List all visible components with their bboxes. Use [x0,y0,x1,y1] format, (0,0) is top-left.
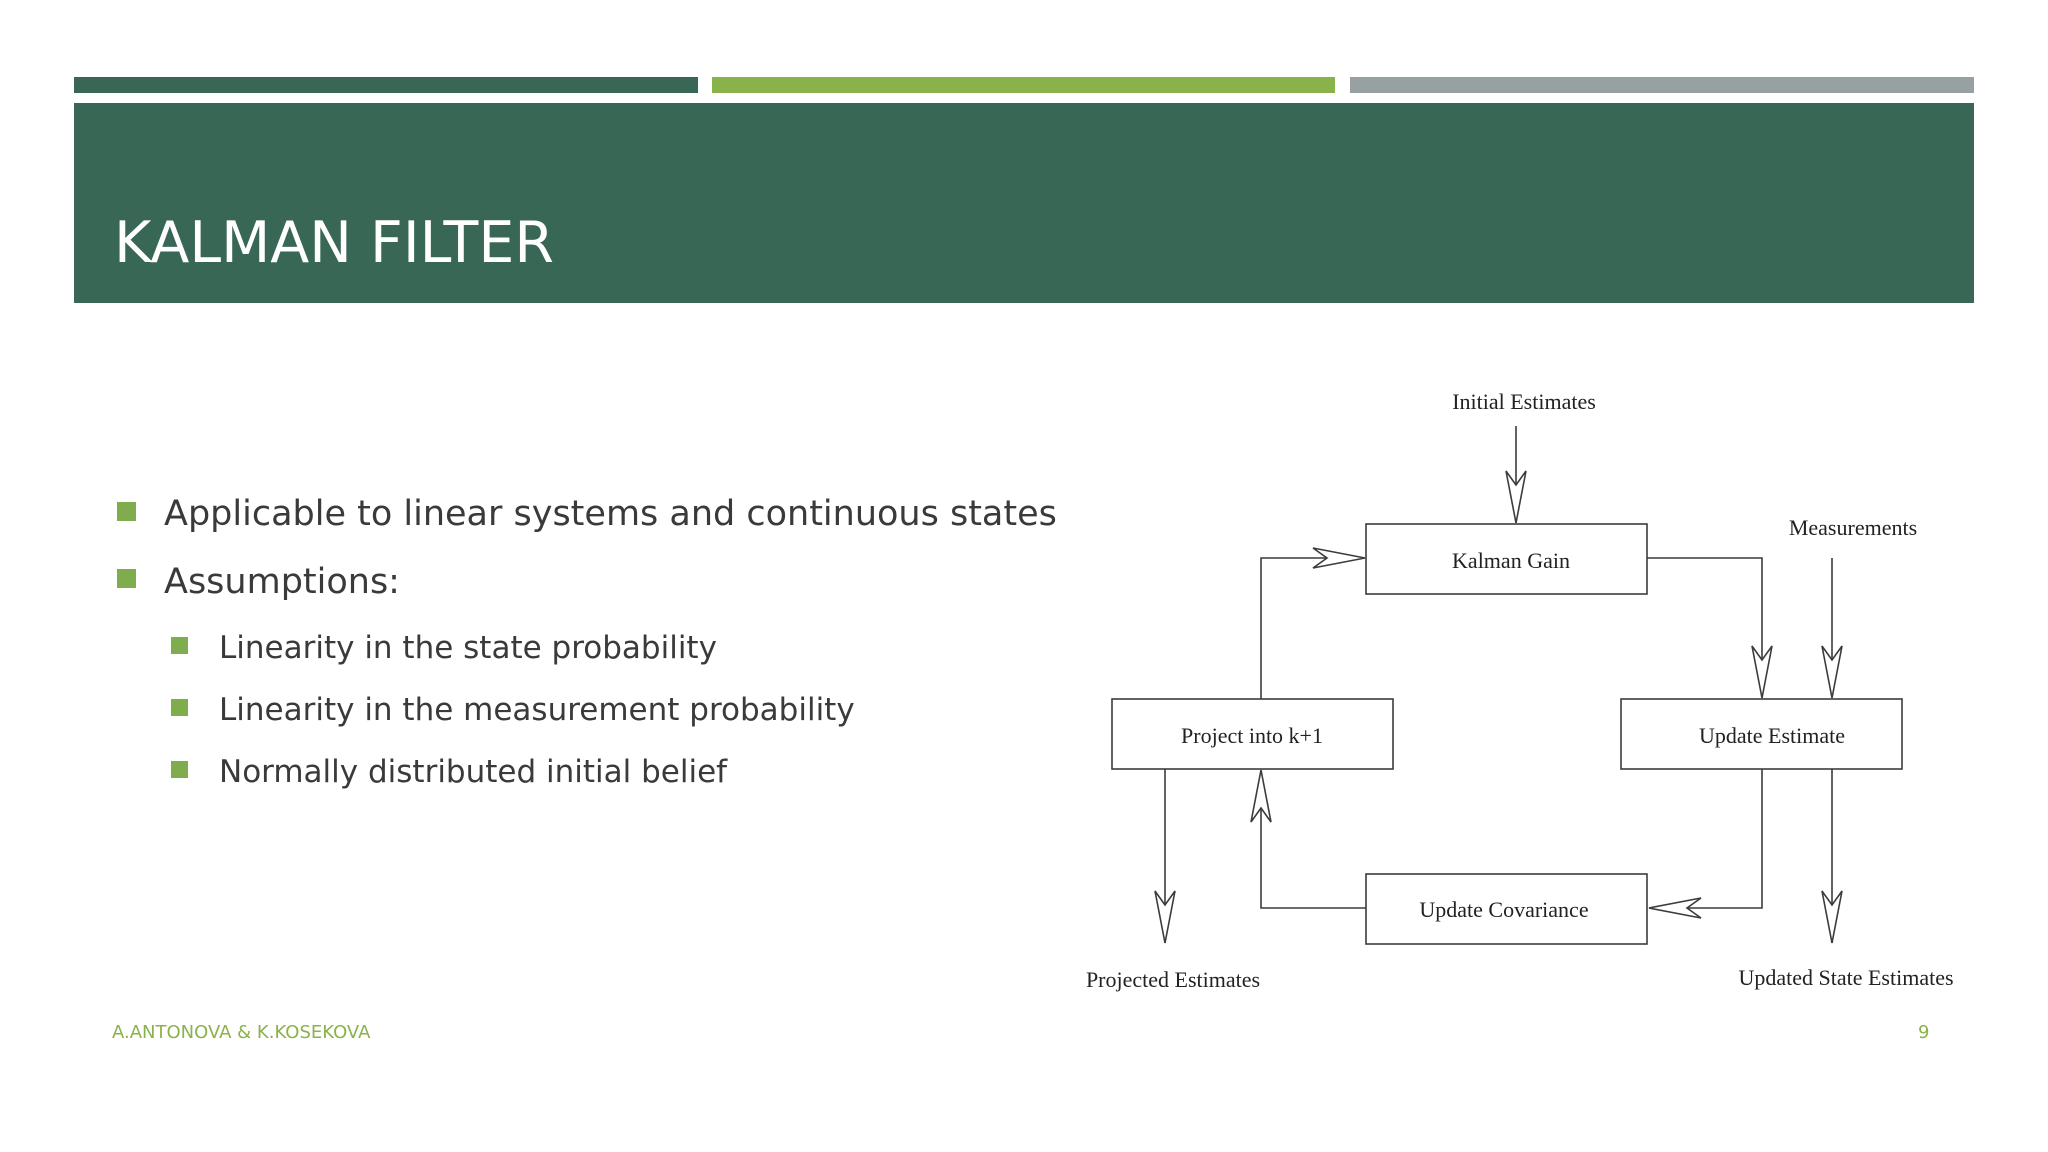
update-covariance-box [1365,873,1648,945]
bullet-square-icon [117,569,136,588]
title-band: KALMAN FILTER [74,103,1974,303]
footer-authors: A.ANTONOVA & K.KOSEKOVA [112,1022,371,1043]
measurements-label: Measurements [1789,515,1917,540]
project-box [1111,698,1394,770]
bullet-square-icon [171,761,188,778]
updated-state-estimates-label: Updated State Estimates [1738,965,1953,990]
bullet-square-icon [117,502,136,521]
bullet-square-icon [171,699,188,716]
initial-estimates-label: Initial Estimates [1452,389,1596,414]
gain-to-update-line [1647,557,1763,697]
arrow-into-kalman-gain-icon [1505,470,1527,524]
bullet-text: Normally distributed initial belief [219,754,728,790]
kalman-gain-label: Kalman Gain [1452,548,1570,573]
slide-title: KALMAN FILTER [114,210,554,276]
arrow-gain-to-update-icon [1751,645,1773,699]
arrow-projected-output-icon [1154,890,1176,944]
update-estimate-box [1620,698,1903,770]
arrow-project-to-gain-icon [1312,547,1366,569]
update-to-covariance-line [1649,769,1763,909]
project-label: Project into k+1 [1181,723,1323,748]
diagram-connectors [1164,426,1833,943]
accent-bar-dark-green [74,77,698,93]
bullet-list: Applicable to linear systems and continu… [0,0,1057,800]
kalman-filter-flow-diagram: Kalman Gain Project into k+1 Update Esti… [1086,389,1954,992]
bullet-text: Linearity in the measurement probability [219,692,855,728]
arrow-covariance-to-project-icon [1250,769,1272,823]
project-to-gain-line [1260,557,1364,699]
projected-estimates-label: Projected Estimates [1086,967,1260,992]
bullet-text: Assumptions: [164,562,400,602]
accent-bar-gray [1350,77,1974,93]
arrow-updated-state-output-icon [1821,890,1843,944]
bullet-text: Linearity in the state probability [219,630,717,666]
arrow-into-covariance-icon [1648,897,1702,919]
bullet-text: Applicable to linear systems and continu… [164,494,1057,534]
diagram-arrowheads [1154,470,1843,944]
kalman-gain-box [1365,523,1648,595]
covariance-to-project-line [1260,771,1366,909]
update-estimate-label: Update Estimate [1699,723,1845,748]
update-covariance-label: Update Covariance [1419,897,1588,922]
arrow-measurements-to-update-icon [1821,645,1843,699]
page-number: 9 [1918,1022,1930,1043]
bullet-square-icon [171,637,188,654]
accent-bar-light-green [712,77,1335,93]
